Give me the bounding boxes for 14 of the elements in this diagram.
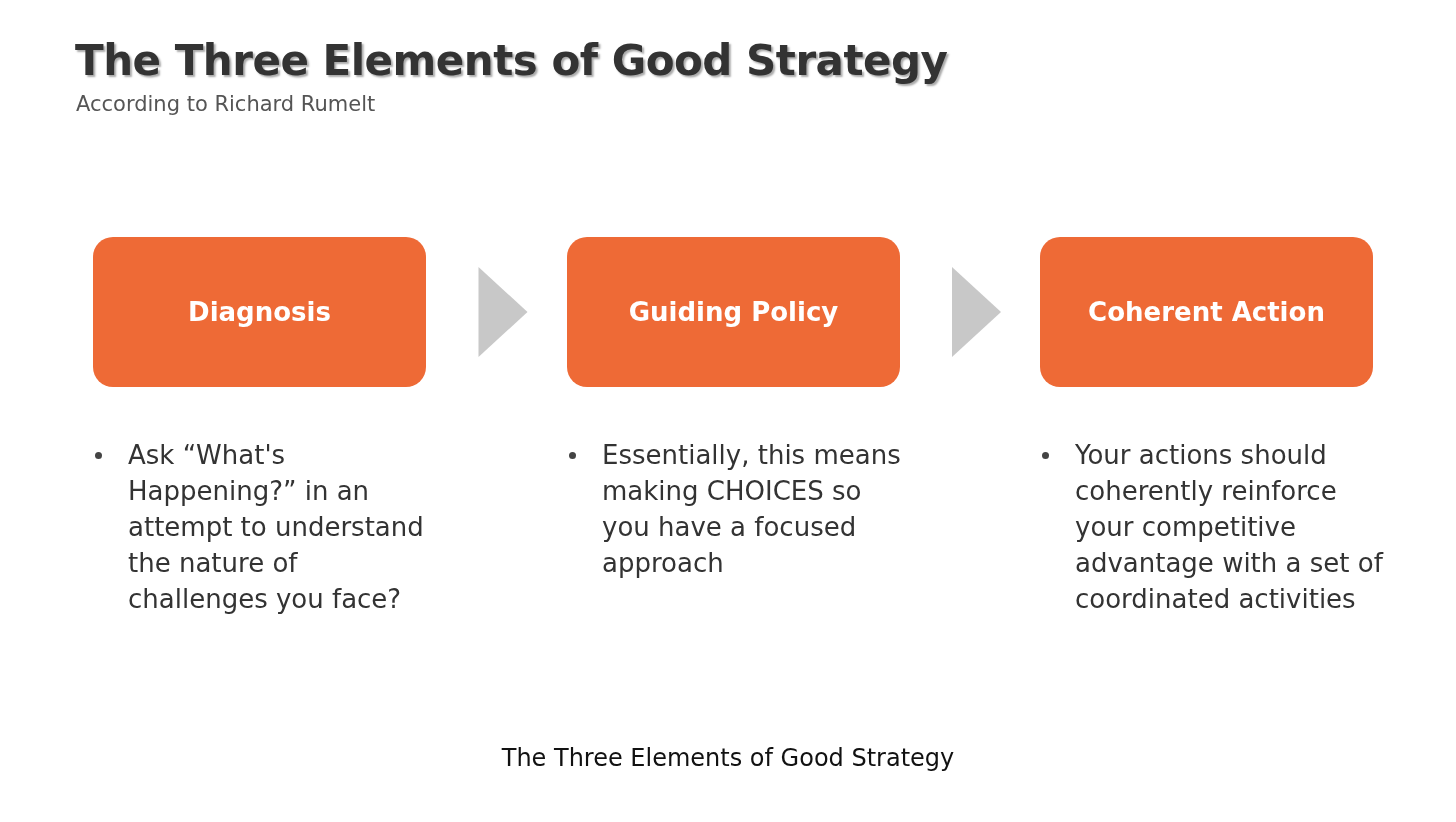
step-heading: Guiding Policy xyxy=(628,297,839,327)
title: The Three Elements of Good Strategy xyxy=(75,36,948,85)
step-box xyxy=(93,237,426,387)
step-heading: Diagnosis xyxy=(188,297,331,327)
bullet-text: Ask “What's Happening?” in an attempt to understand the nature of challenges you face? xyxy=(128,439,425,616)
chevron-arrow xyxy=(478,267,528,357)
chevron-arrow xyxy=(952,267,1001,357)
caption: The Three Elements of Good Strategy xyxy=(501,744,955,772)
step-heading: Coherent Action xyxy=(1088,297,1325,327)
bullet-text: Your actions should coherently reinforce your competitive advantage with a set of coordinated activities xyxy=(1075,439,1385,616)
subtitle: According to Richard Rumelt xyxy=(76,92,376,116)
step-box xyxy=(1040,237,1373,387)
bullet-text: Essentially, this means making CHOICES so you have a focused approach xyxy=(602,439,902,580)
step-box xyxy=(567,237,900,387)
